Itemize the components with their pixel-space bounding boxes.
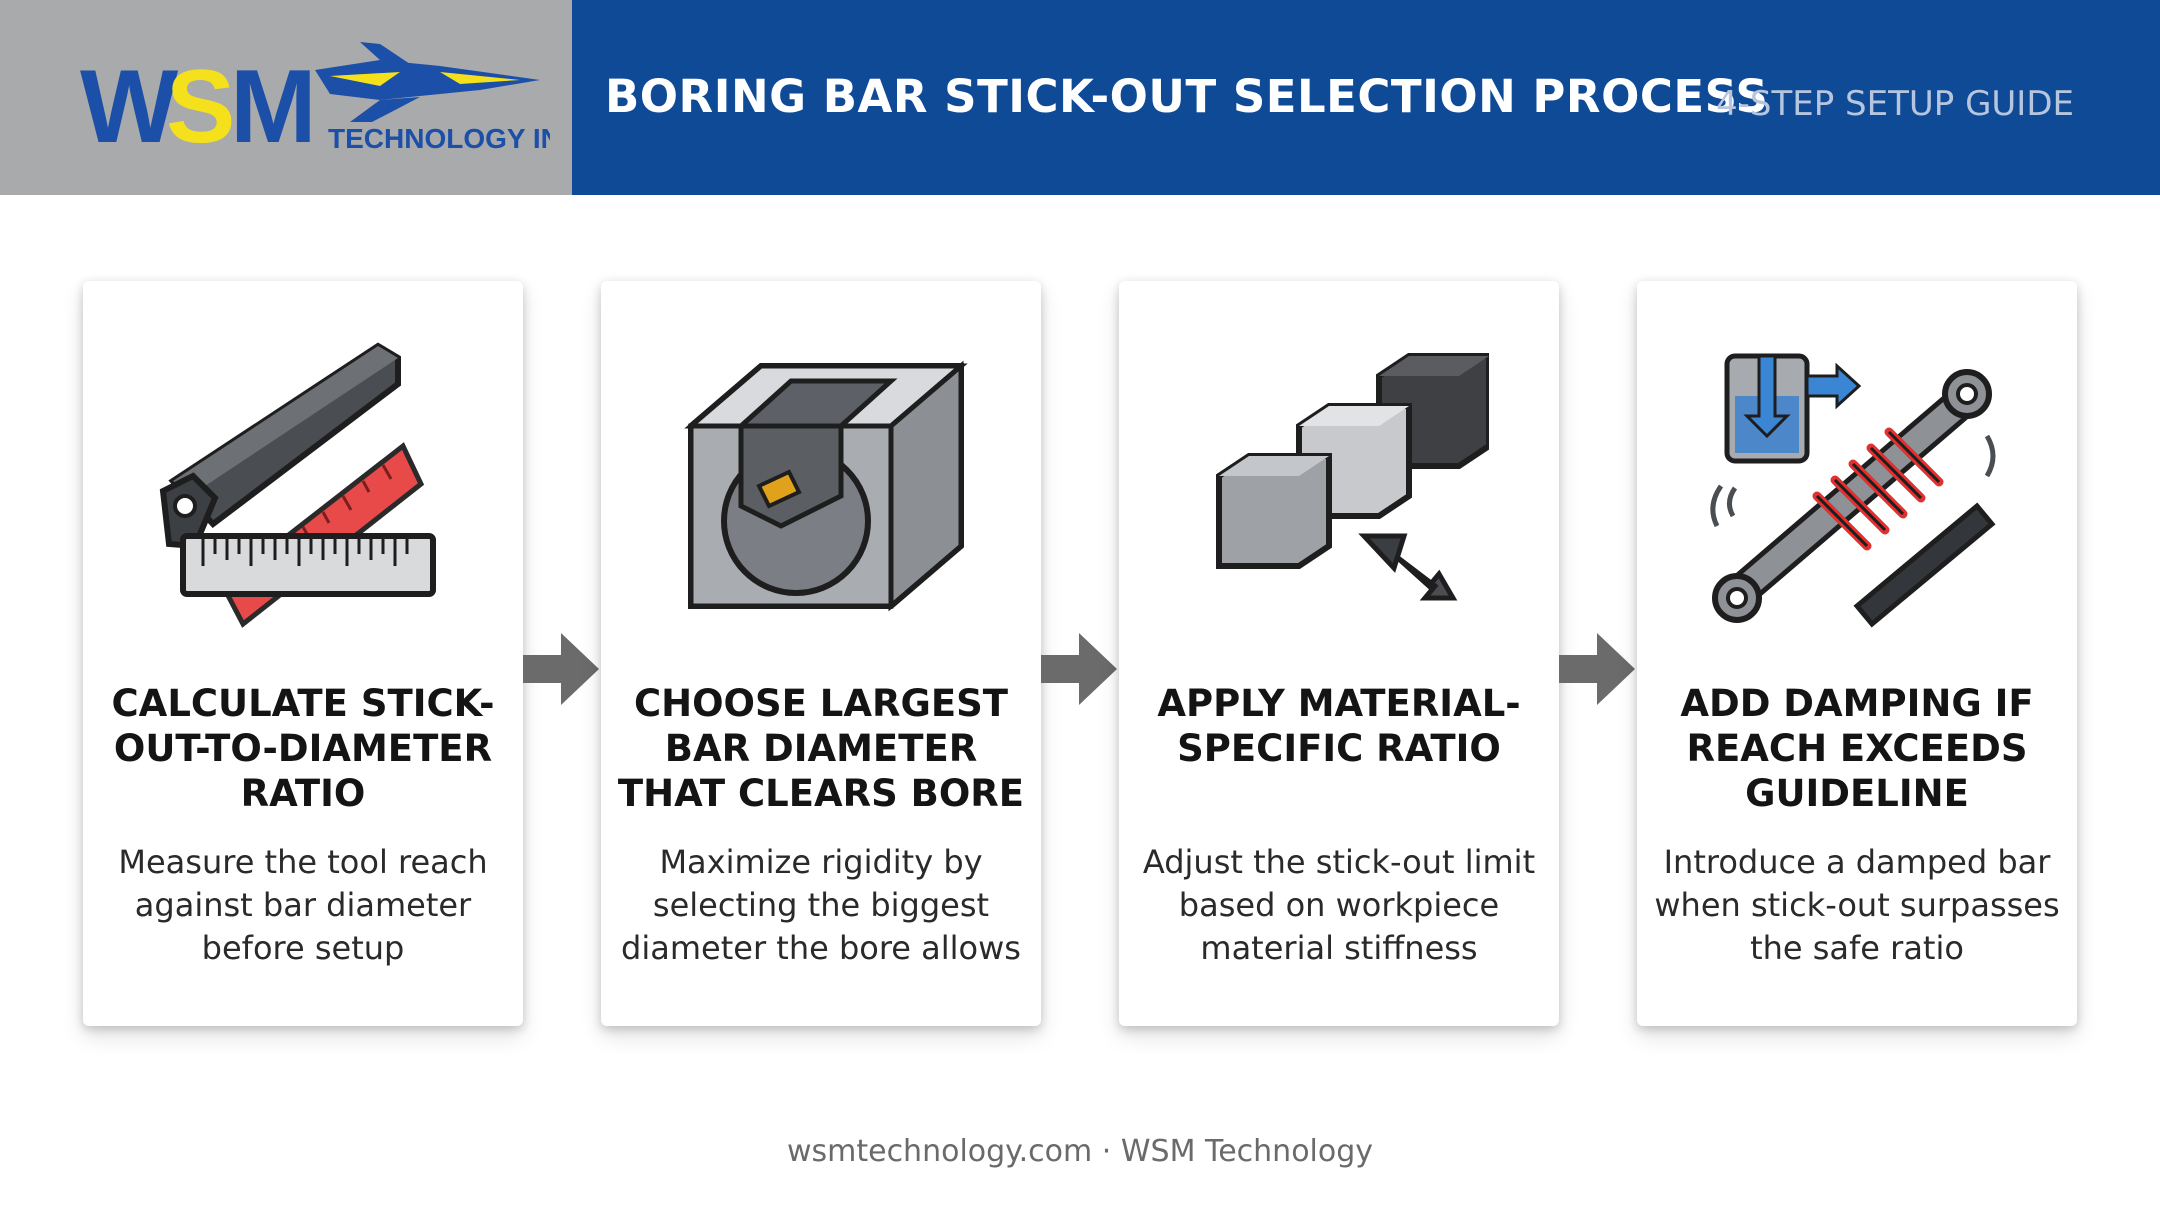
step-description: Adjust the stick-out limit based on work… xyxy=(1142,843,1536,967)
page-subtitle: 4-STEP SETUP GUIDE xyxy=(1716,84,2074,124)
step-title: ADD DAMPING IF REACH EXCEEDS GUIDELINE xyxy=(1680,682,2034,815)
svg-text:M: M xyxy=(230,49,311,157)
arrow-right-icon xyxy=(521,631,601,711)
step-title: APPLY MATERIAL-SPECIFIC RATIO xyxy=(1157,682,1521,770)
material-blocks-icon xyxy=(1216,353,1489,601)
damper-spring-icon xyxy=(1710,353,1996,628)
step-description: Measure the tool reach against bar diame… xyxy=(118,843,488,967)
step-title: CALCULATE STICK-OUT-TO-DIAMETER RATIO xyxy=(111,682,495,815)
step-card-4: ADD DAMPING IF REACH EXCEEDS GUIDELINE I… xyxy=(1637,281,2077,1026)
step-description: Introduce a damped bar when stick-out su… xyxy=(1654,843,2060,967)
jet-icon xyxy=(315,42,540,122)
bar-in-bore-icon xyxy=(684,360,968,612)
page-title: BORING BAR STICK-OUT SELECTION PROCESS xyxy=(605,70,1769,123)
logo-letters-w: W xyxy=(80,49,179,157)
svg-text:S: S xyxy=(166,49,232,157)
arrow-right-icon xyxy=(1557,631,1637,711)
wsm-logo[interactable]: W S M TECHNOLOGY INC. xyxy=(80,42,550,157)
footer-text[interactable]: wsmtechnology.com · WSM Technology xyxy=(786,1134,1374,1169)
step-card-3: APPLY MATERIAL-SPECIFIC RATIO Adjust the… xyxy=(1119,281,1559,1026)
logo-tagline: TECHNOLOGY INC. xyxy=(328,123,550,154)
title-panel xyxy=(572,0,2160,195)
step-card-1: CALCULATE STICK-OUT-TO-DIAMETER RATIO Me… xyxy=(83,281,523,1026)
arrow-right-icon xyxy=(1039,631,1119,711)
header: W S M TECHNOLOGY INC. BORING BAR STICK-O… xyxy=(0,0,2160,195)
step-title: CHOOSE LARGEST BAR DIAMETER THAT CLEARS … xyxy=(617,682,1025,815)
boring-bar-ruler-icon xyxy=(159,342,436,628)
step-description: Maximize rigidity by selecting the bigge… xyxy=(621,843,1021,967)
logo-panel: W S M TECHNOLOGY INC. xyxy=(0,0,572,195)
step-card-2: CHOOSE LARGEST BAR DIAMETER THAT CLEARS … xyxy=(601,281,1041,1026)
